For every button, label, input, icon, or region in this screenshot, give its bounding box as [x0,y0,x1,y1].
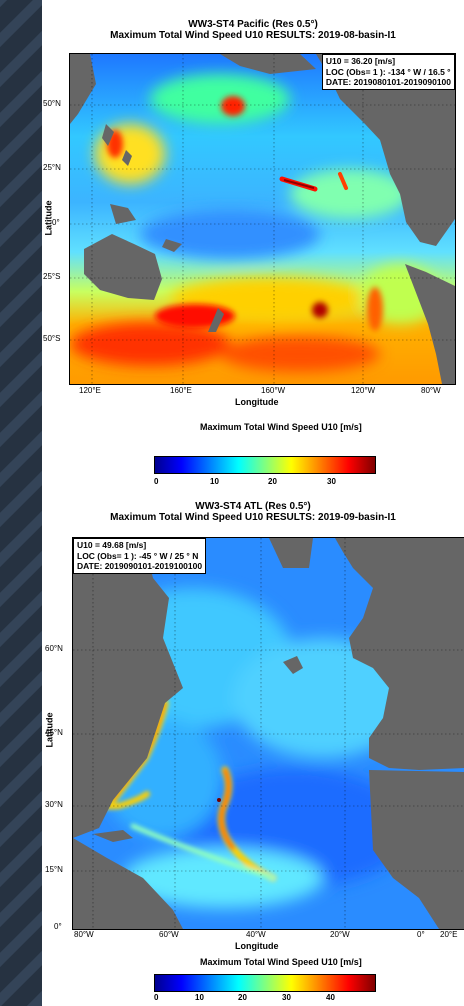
pacific-ytick-50N: 50°N [43,99,61,108]
pacific-info-line-3: DATE: 2019080101-2019090100 [325,77,451,87]
atlantic-subtitle: Maximum Total Wind Speed U10 RESULTS: 20… [110,512,396,523]
atlantic-info-box: U10 = 49.68 [m/s] LOC (Obs= 1 ): -45 ° W… [73,538,207,574]
pacific-subtitle: Maximum Total Wind Speed U10 RESULTS: 20… [110,30,396,41]
atlantic-info-line-3: DATE: 2019090101-2019100100 [77,561,203,571]
figure-card: WW3-ST4 Pacific (Res 0.5°) Maximum Total… [42,0,464,1006]
atlantic-heatmap [73,538,464,929]
atlantic-ytick-60N: 60°N [45,644,63,653]
pacific-xtick-120E: 120°E [79,386,101,395]
atlantic-colorbar-tick-0: 0 [154,993,159,1002]
pacific-colorbar-tick-30: 30 [327,477,336,486]
atlantic-xtick-80W: 80°W [74,930,94,939]
pacific-heatmap [70,54,455,384]
atlantic-xtick-40W: 40°W [246,930,266,939]
pacific-info-line-1: U10 = 36.20 [m/s] [325,56,396,66]
pacific-ytick-25S: 25°S [43,272,61,281]
atlantic-ylabel: Latitude [44,712,55,748]
pacific-colorbar [154,456,376,474]
pacific-map: U10 = 36.20 [m/s] LOC (Obs= 1 ): -134 ° … [69,53,456,385]
pacific-ytick-0: 0° [52,218,60,227]
atlantic-title: WW3-ST4 ATL (Res 0.5°) [195,501,311,512]
atlantic-xtick-0: 0° [417,930,425,939]
atlantic-xtick-20E: 20°E [440,930,458,939]
pacific-colorbar-tick-0: 0 [154,477,159,486]
pacific-xlabel: Longitude [235,397,279,407]
atlantic-info-line-2: LOC (Obs= 1 ): -45 ° W / 25 ° N [77,550,199,561]
atlantic-xtick-60W: 60°W [159,930,179,939]
pacific-xtick-80W: 80°W [421,386,441,395]
pacific-xtick-120W: 120°W [351,386,376,395]
atlantic-xlabel: Longitude [235,941,279,951]
pacific-info-line-2: LOC (Obs= 1 ): -134 ° W / 16.5 ° [325,66,451,77]
pacific-xtick-160E: 160°E [170,386,192,395]
atlantic-ytick-15N: 15°N [45,865,63,874]
atlantic-map: U10 = 49.68 [m/s] LOC (Obs= 1 ): -45 ° W… [72,537,464,930]
atlantic-xtick-20W: 20°W [330,930,350,939]
atlantic-colorbar [154,974,376,992]
pacific-ytick-25N: 25°N [43,163,61,172]
pacific-colorbar-title: Maximum Total Wind Speed U10 [m/s] [200,422,362,432]
pacific-ylabel: Latitude [43,200,54,236]
atlantic-colorbar-tick-40: 40 [326,993,335,1002]
atlantic-colorbar-tick-20: 20 [238,993,247,1002]
atlantic-colorbar-tick-30: 30 [282,993,291,1002]
atlantic-info-line-1: U10 = 49.68 [m/s] [77,540,147,550]
atlantic-colorbar-tick-10: 10 [195,993,204,1002]
pacific-colorbar-tick-20: 20 [268,477,277,486]
pacific-info-box: U10 = 36.20 [m/s] LOC (Obs= 1 ): -134 ° … [321,54,455,90]
pacific-title: WW3-ST4 Pacific (Res 0.5°) [188,19,318,30]
atlantic-ytick-0: 0° [54,922,62,931]
atlantic-ytick-45N: 45°N [45,728,63,737]
atlantic-ytick-30N: 30°N [45,800,63,809]
pacific-colorbar-tick-10: 10 [210,477,219,486]
atlantic-colorbar-title: Maximum Total Wind Speed U10 [m/s] [200,957,362,967]
pacific-ytick-50S: 50°S [43,334,61,343]
pacific-xtick-160W: 160°W [261,386,286,395]
